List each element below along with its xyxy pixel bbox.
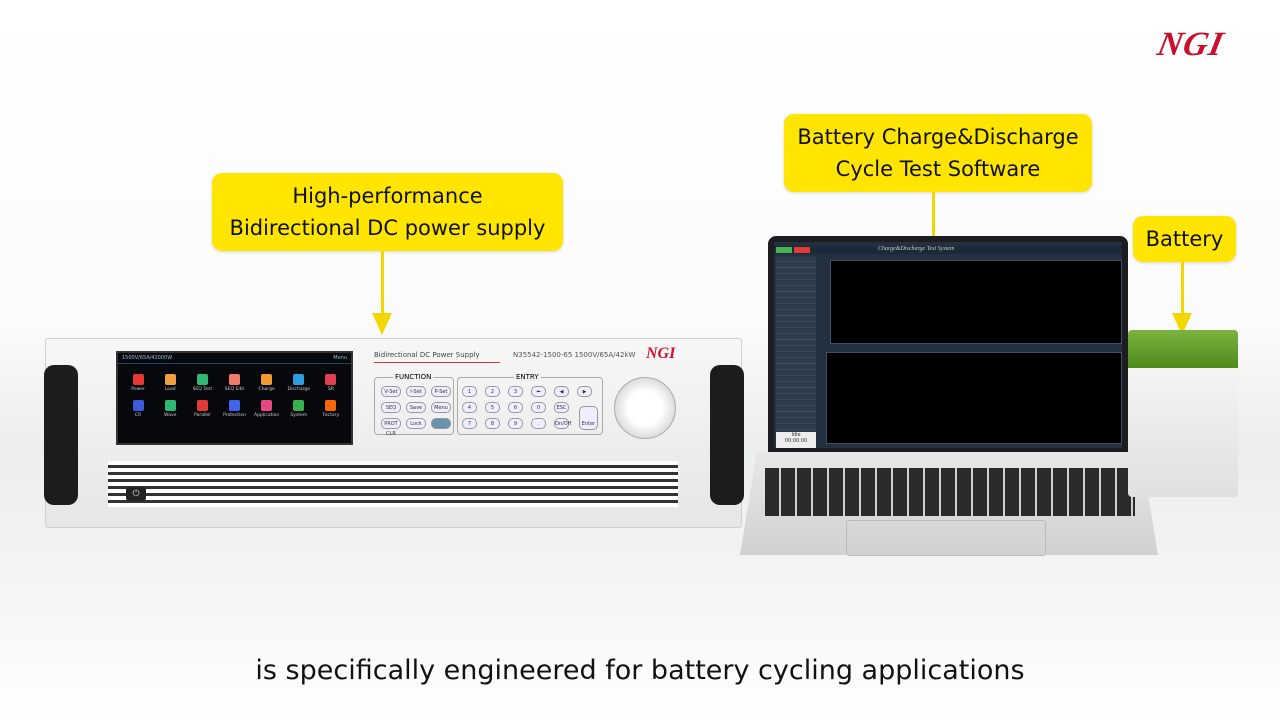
entry-key[interactable]: 1: [462, 386, 477, 397]
vent-grille: [108, 461, 678, 507]
enter-key[interactable]: Enter: [579, 406, 598, 430]
app-icon: [325, 374, 337, 385]
left-handle: [44, 365, 78, 505]
app-cr[interactable]: CR: [122, 400, 154, 418]
app-seq-test[interactable]: SEQ Test: [186, 374, 218, 392]
entry-key[interactable]: .: [531, 418, 546, 429]
app-protection[interactable]: Protection: [218, 400, 250, 418]
function-key[interactable]: SEQ: [381, 402, 401, 413]
battery: [1128, 330, 1238, 497]
arrow-stem: [381, 251, 384, 315]
arrow-head: [372, 313, 392, 335]
subtitle: is specifically engineered for battery c…: [255, 655, 1025, 686]
device-model: N35542-1500-65 1500V/65A/42kW: [513, 351, 636, 359]
ngi-logo: NGI: [1154, 26, 1228, 63]
app-wave[interactable]: Wave: [154, 400, 186, 418]
app-sr[interactable]: SR: [315, 374, 347, 392]
app-icon: [261, 374, 273, 385]
function-key[interactable]: Lock: [406, 418, 426, 429]
app-icon: [228, 400, 240, 411]
entry-key[interactable]: 7: [462, 418, 477, 429]
callout-power-supply: High-performance Bidirectional DC power …: [212, 173, 563, 251]
arrow-stem: [1181, 262, 1184, 314]
entry-key[interactable]: ▶: [577, 386, 592, 397]
app-icon: [132, 374, 144, 385]
app-icon: [164, 400, 176, 411]
entry-key[interactable]: 0: [531, 402, 546, 413]
current-plot: [826, 352, 1122, 444]
entry-key[interactable]: 2: [485, 386, 500, 397]
app-factory[interactable]: Factory: [315, 400, 347, 418]
screen-menu[interactable]: Menu: [333, 355, 347, 361]
app-icon: [132, 400, 144, 411]
entry-key[interactable]: 9: [508, 418, 523, 429]
app-icon: [196, 400, 208, 411]
start-button[interactable]: [776, 247, 792, 253]
app-icon: [293, 374, 305, 385]
function-key[interactable]: P-Set: [431, 386, 451, 397]
arrow-head: [1172, 313, 1192, 335]
app-title: Charge&Discharge Test System: [878, 246, 955, 252]
function-key[interactable]: I-Set: [406, 386, 426, 397]
toolbar: [774, 246, 1122, 254]
entry-key[interactable]: ◀: [554, 386, 569, 397]
touchpad: [846, 520, 1046, 556]
app-icon: [196, 374, 208, 385]
step-list: [776, 256, 816, 432]
entry-key[interactable]: 8: [485, 418, 500, 429]
voltage-plot: [830, 260, 1122, 344]
entry-key[interactable]: ⬅: [531, 386, 546, 397]
app-charge[interactable]: Charge: [251, 374, 283, 392]
callout-software: Battery Charge&Discharge Cycle Test Soft…: [784, 114, 1092, 192]
stop-button[interactable]: [794, 247, 810, 253]
app-load[interactable]: Load: [154, 374, 186, 392]
app-power[interactable]: Power: [122, 374, 154, 392]
entry-key[interactable]: 3: [508, 386, 523, 397]
function-key[interactable]: V-Set: [381, 386, 401, 397]
entry-key[interactable]: On/Off: [554, 418, 571, 429]
entry-key[interactable]: ESC: [554, 402, 569, 413]
app-system[interactable]: System: [283, 400, 315, 418]
device-brand: NGI: [646, 345, 676, 362]
app-parallel[interactable]: Parallel: [186, 400, 218, 418]
app-icon: [325, 400, 337, 411]
function-key[interactable]: Save: [406, 402, 426, 413]
entry-key[interactable]: 6: [508, 402, 523, 413]
app-icon: [164, 374, 176, 385]
power-button[interactable]: ⏻: [126, 487, 146, 501]
function-key[interactable]: [431, 418, 451, 429]
app-icon: [228, 374, 240, 385]
app-discharge[interactable]: Discharge: [283, 374, 315, 392]
right-handle: [710, 365, 744, 505]
entry-key[interactable]: 5: [485, 402, 500, 413]
laptop-keyboard: [765, 468, 1135, 516]
entry-key[interactable]: 4: [462, 402, 477, 413]
battery-top: [1128, 330, 1238, 368]
arrow-stem: [932, 192, 935, 254]
function-key[interactable]: PROT CLR: [381, 418, 401, 437]
app-icon: [293, 400, 305, 411]
rotary-knob[interactable]: [614, 377, 676, 439]
function-key[interactable]: Menu: [431, 402, 451, 413]
callout-battery: Battery: [1133, 216, 1236, 262]
device-name: Bidirectional DC Power Supply: [374, 351, 500, 363]
app-seq-edit[interactable]: SEQ Edit: [218, 374, 250, 392]
app-application[interactable]: Application: [251, 400, 283, 418]
app-icon: [261, 400, 273, 411]
